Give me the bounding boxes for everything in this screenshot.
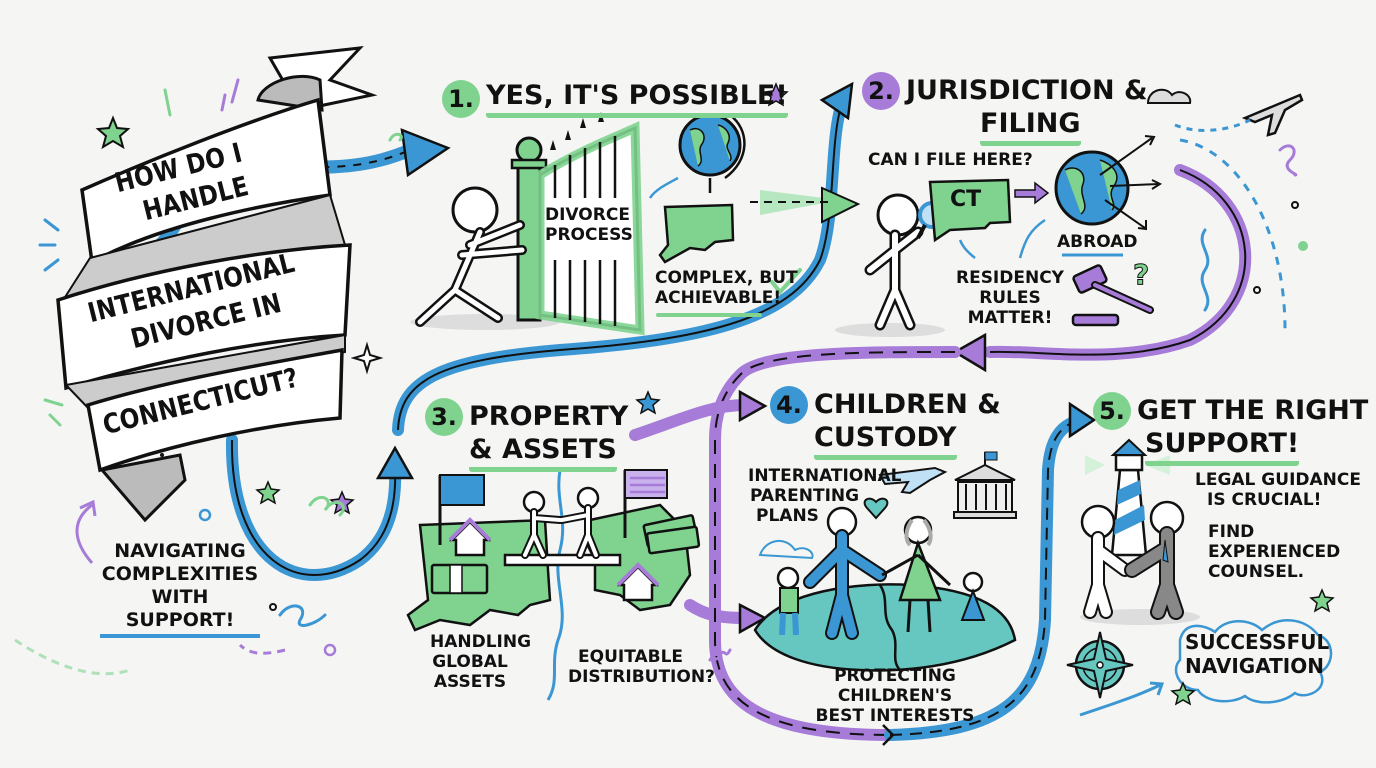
ct-map-label: CT: [950, 187, 982, 212]
step-5: 5. Get the right support!: [1093, 392, 1368, 466]
note-line: Complex, but: [655, 268, 798, 288]
find-counsel-note: Find experienced counsel.: [1208, 522, 1340, 582]
decorative-stars: [38, 78, 1335, 706]
arrows-into-step4: [629, 389, 896, 741]
title-ribbon: [56, 46, 378, 523]
step-1-badge: 1.: [442, 80, 480, 118]
path-step4-to-step5: [882, 401, 1097, 746]
note-line: navigation: [1185, 654, 1324, 678]
note-line: experienced: [1208, 542, 1341, 562]
note-line: Protecting children's: [834, 666, 956, 706]
protecting-children-note: Protecting children's best interests: [790, 666, 1000, 726]
abroad-label: Abroad: [1057, 232, 1138, 252]
note-line: plans: [756, 506, 819, 526]
step-3-title-line-2: & Assets: [469, 434, 617, 472]
gate-label: Divorce Process: [545, 205, 633, 245]
gate-label-line: Divorce: [545, 205, 630, 225]
subtitle-line: complexities: [101, 563, 259, 585]
international-parenting-plans: International parenting plans: [748, 466, 902, 526]
step-5-title-line-1: Get the right: [1137, 395, 1369, 426]
step-2: 2. Jurisdiction & Filing: [862, 72, 1147, 146]
svg-text:?: ?: [1133, 258, 1149, 291]
gate-label-line: Process: [545, 225, 633, 245]
note-line: rules matter!: [967, 288, 1053, 328]
arrow-subtitle-up: [75, 503, 94, 564]
step-4-heading: 4. Children &: [770, 386, 1001, 424]
legal-guidance-note: Legal guidance is crucial!: [1195, 470, 1361, 510]
handling-global-assets: Handling global assets: [430, 632, 532, 692]
step-2-heading: 2. Jurisdiction &: [862, 72, 1147, 110]
note-line: Residency: [955, 268, 1064, 288]
step-3-badge: 3.: [425, 398, 463, 436]
step-4-title-line-1: Children &: [814, 389, 1001, 420]
step-1-note: Complex, but achievable!: [655, 268, 798, 308]
step1-illustration: [410, 112, 802, 336]
note-line: Equitable: [578, 647, 684, 667]
step3-illustration: [406, 469, 701, 701]
step-1-title: Yes, it's possible!: [486, 80, 788, 118]
step-5-title-line-2: support!: [1145, 428, 1300, 466]
step-3: 3. Property & Assets: [425, 398, 628, 472]
step-5-badge: 5.: [1093, 392, 1131, 430]
note-line: parenting: [750, 486, 860, 506]
step-3-title-line-1: Property: [469, 401, 629, 432]
step-2-note: Residency rules matter!: [950, 268, 1070, 328]
step-4-title-line-2: Custody: [814, 422, 957, 460]
step-2-title-line-1: Jurisdiction &: [906, 75, 1148, 106]
note-line: Handling: [430, 632, 532, 652]
note-line: best interests: [815, 706, 975, 726]
step-5-heading: 5. Get the right: [1093, 392, 1368, 430]
note-line: counsel.: [1208, 562, 1305, 582]
step5-illustration: [1066, 438, 1333, 717]
step-4-badge: 4.: [770, 386, 808, 424]
subtitle: Navigating complexities with support!: [100, 540, 260, 638]
step-3-heading: 3. Property: [425, 398, 628, 436]
path-intro-to-step3: [225, 434, 415, 581]
equitable-distribution: Equitable distribution?: [568, 647, 715, 687]
note-line: Find: [1208, 522, 1255, 542]
step-2-badge: 2.: [862, 72, 900, 110]
successful-navigation: Successful navigation: [1185, 630, 1330, 678]
step-4: 4. Children & Custody: [770, 386, 1001, 460]
note-line: is crucial!: [1207, 490, 1322, 510]
step2-illustration: ?: [835, 88, 1304, 337]
subtitle-line: Navigating: [114, 540, 246, 562]
subtitle-line: with support!: [100, 586, 260, 638]
step-1-heading: 1. Yes, it's possible!: [442, 80, 788, 118]
step-1: 1. Yes, it's possible!: [442, 80, 788, 118]
note-line: Legal guidance: [1195, 470, 1361, 490]
can-i-file-question: Can I file here?: [868, 150, 1033, 170]
step-2-title-line-2: Filing: [980, 108, 1081, 146]
arrow-step1-to-step2: [750, 186, 861, 224]
note-line: assets: [433, 672, 507, 692]
note-line: distribution?: [568, 667, 715, 687]
step4-illustration: [753, 451, 1017, 672]
note-line: achievable!: [655, 288, 782, 308]
note-line: global: [432, 652, 508, 672]
note-line: Successful: [1185, 630, 1330, 654]
note-line: International: [748, 466, 902, 486]
